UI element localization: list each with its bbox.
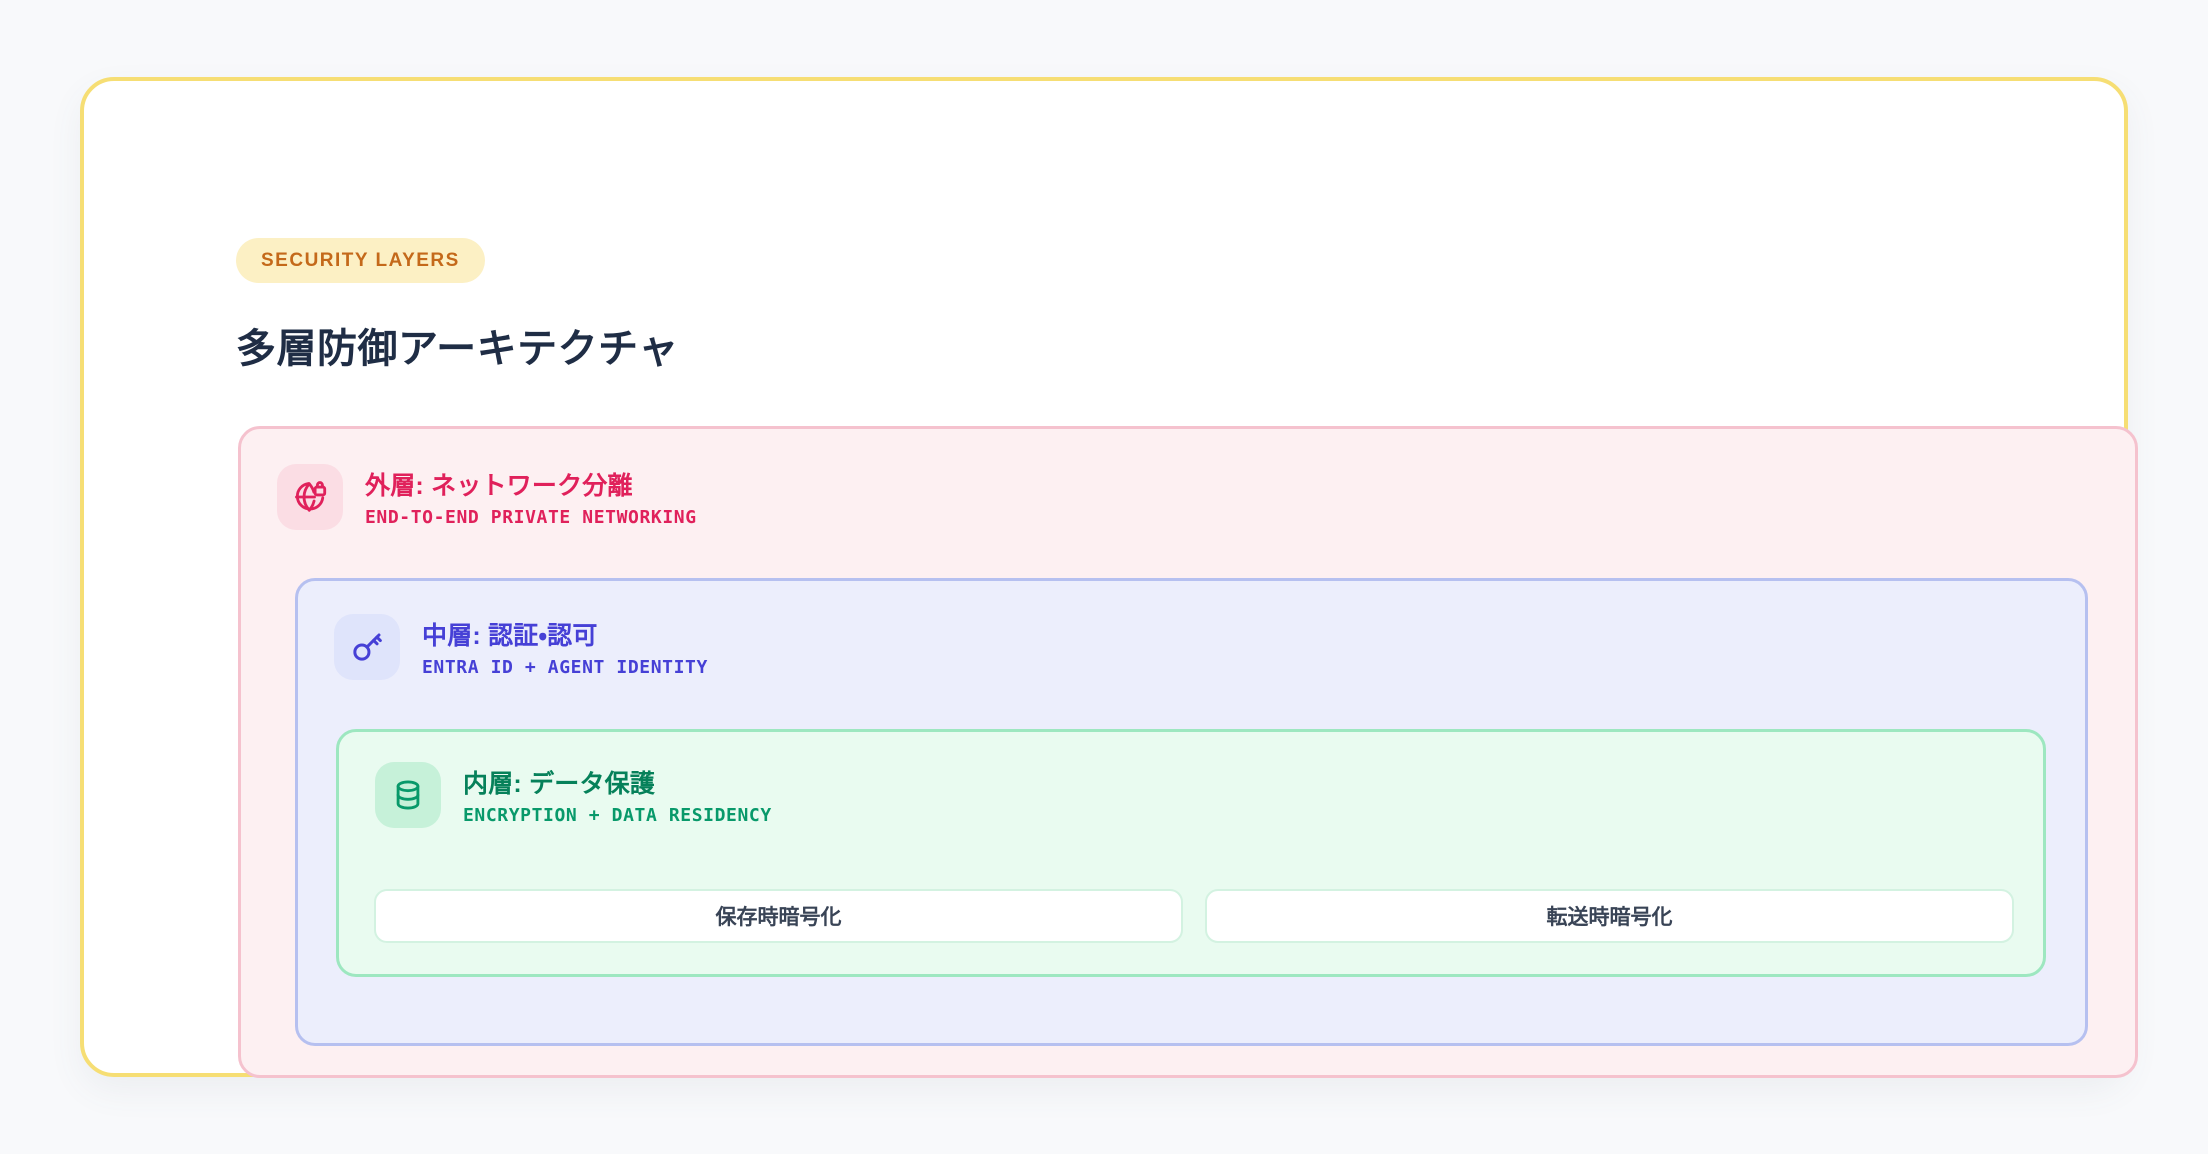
- security-layers-card: SECURITY LAYERS 多層防御アーキテクチャ: [80, 77, 2138, 1078]
- key-icon: [349, 629, 385, 665]
- chip-encryption-in-transit[interactable]: 転送時暗号化: [1205, 889, 2014, 943]
- status-badge: SECURITY LAYERS: [236, 238, 485, 283]
- globe-lock-icon: [292, 479, 328, 515]
- layer-inner-subtitle: ENCRYPTION + DATA RESIDENCY: [463, 805, 772, 826]
- layer-inner-header: 内層: データ保護 ENCRYPTION + DATA RESIDENCY: [375, 762, 772, 828]
- status-badge-label: SECURITY LAYERS: [261, 249, 460, 271]
- page-title: 多層防御アーキテクチャ: [236, 327, 679, 371]
- key-icon-tile: [334, 614, 400, 680]
- layer-outer-network: 外層: ネットワーク分離 END-TO-END PRIVATE NETWORKI…: [238, 426, 2138, 1078]
- layer-outer-title: 外層: ネットワーク分離: [365, 472, 633, 500]
- layer-middle-title: 中層: 認証・認可: [422, 622, 598, 650]
- encryption-chip-row: 保存時暗号化 転送時暗号化: [374, 889, 2014, 943]
- layer-inner-title: 内層: データ保護: [463, 770, 656, 798]
- chip-encryption-at-rest-label: 保存時暗号化: [715, 906, 842, 929]
- layer-outer-header: 外層: ネットワーク分離 END-TO-END PRIVATE NETWORKI…: [277, 464, 697, 530]
- layer-outer-texts: 外層: ネットワーク分離 END-TO-END PRIVATE NETWORKI…: [365, 466, 697, 528]
- layer-inner-texts: 内層: データ保護 ENCRYPTION + DATA RESIDENCY: [463, 764, 772, 826]
- layer-outer-subtitle: END-TO-END PRIVATE NETWORKING: [365, 507, 697, 528]
- database-icon: [390, 777, 426, 813]
- globe-lock-icon-tile: [277, 464, 343, 530]
- database-icon-tile: [375, 762, 441, 828]
- chip-encryption-in-transit-label: 転送時暗号化: [1546, 906, 1673, 929]
- layer-middle-subtitle: ENTRA ID + AGENT IDENTITY: [422, 657, 708, 678]
- layer-middle-texts: 中層: 認証・認可 ENTRA ID + AGENT IDENTITY: [422, 616, 708, 678]
- chip-encryption-at-rest[interactable]: 保存時暗号化: [374, 889, 1183, 943]
- layer-inner-data: 内層: データ保護 ENCRYPTION + DATA RESIDENCY 保存…: [336, 729, 2046, 977]
- layer-middle-identity: 中層: 認証・認可 ENTRA ID + AGENT IDENTITY: [295, 578, 2088, 1046]
- layer-middle-header: 中層: 認証・認可 ENTRA ID + AGENT IDENTITY: [334, 614, 708, 680]
